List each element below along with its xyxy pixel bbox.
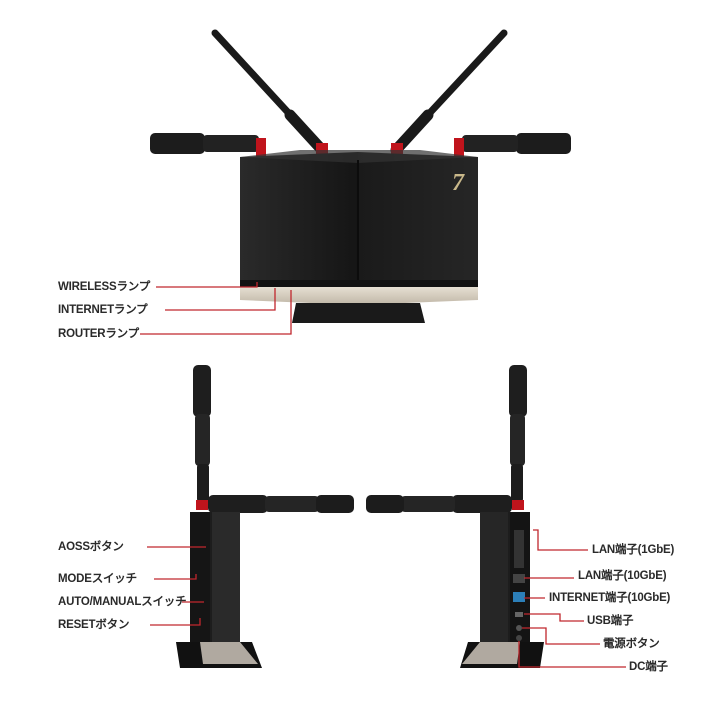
router-right-side-view [366,365,626,668]
front-side-antenna-right [454,133,571,160]
power-button-shape [516,625,522,631]
left-antenna-horizontal [208,495,268,513]
right-antenna-upper [509,365,527,417]
usb-port [515,612,523,617]
router-stand [292,303,425,323]
dc-port-shape [516,635,522,641]
router-base-trim [240,287,478,305]
label-wireless-lamp: WIRELESSランプ [58,281,151,293]
label-reset-button: RESETボタン [58,619,130,631]
label-internet-lamp: INTERNETランプ [58,304,148,316]
label-dc-port: DC端子 [629,661,668,673]
label-auto-manual-switch: AUTO/MANUALスイッチ [58,596,187,608]
label-lan-port-10gbe: LAN端子(10GbE) [578,570,667,582]
right-antenna-horizontal [452,495,512,513]
label-usb-port: USB端子 [587,615,634,627]
label-internet-port-10gbe: INTERNET端子(10GbE) [549,592,671,604]
callout-line-wireless [156,282,258,288]
callout-line-internet [165,288,276,311]
label-lan-port-1gbe: LAN端子(1GbE) [592,544,675,556]
wifi7-logo: 7 [452,170,465,196]
label-mode-switch: MODEスイッチ [58,573,137,585]
router-body-top [240,150,478,163]
front-antenna-right [390,29,508,156]
left-antenna-upper [193,365,211,417]
router-front-view: 7 [140,29,571,335]
router-body-left-face [240,152,358,292]
lan-1gbe-ports [514,530,524,568]
front-side-antenna-left [150,133,266,160]
lamp-strip [240,280,478,287]
callout-line-router [140,290,292,335]
internet-10gbe-port [513,592,525,602]
front-antenna-left [211,29,328,156]
label-power-button: 電源ボタン [603,638,660,650]
router-left-side-view [147,365,354,668]
router-body-right-face [358,152,478,292]
label-router-lamp: ROUTERランプ [58,328,139,340]
label-aoss-button: AOSSボタン [58,541,124,553]
lan-10gbe-port [513,574,525,583]
